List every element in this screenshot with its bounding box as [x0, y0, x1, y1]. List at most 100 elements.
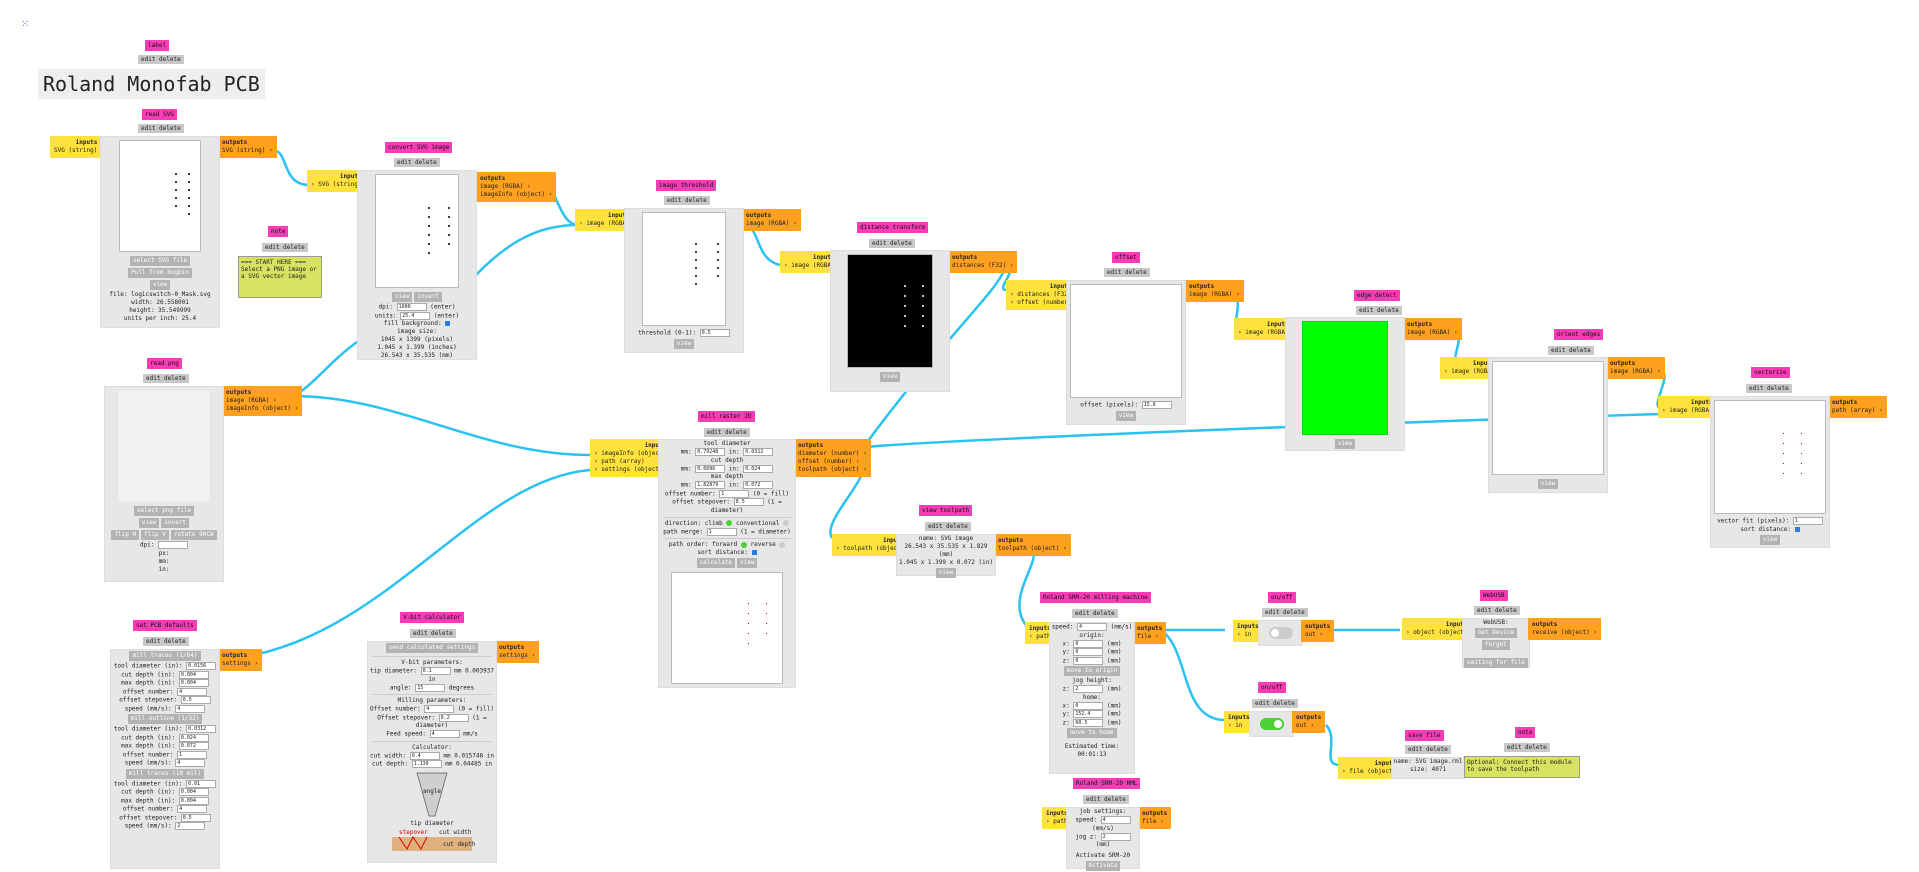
threshold-input[interactable]: 0.5: [699, 329, 730, 337]
edit-delete[interactable]: edit delete: [1072, 609, 1118, 618]
cut-depth-input[interactable]: 0.004: [178, 670, 209, 679]
path-merge-input[interactable]: 1: [706, 527, 737, 536]
cut-in-input[interactable]: 0.024: [743, 464, 774, 473]
view-button[interactable]: view: [673, 338, 695, 349]
rml-speed-input[interactable]: 4: [1100, 816, 1131, 824]
orient-title[interactable]: orient edges: [1554, 329, 1604, 340]
note-text[interactable]: Optional: Connect this module to save th…: [1464, 756, 1580, 778]
save-inputs[interactable]: inputs› file (object): [1338, 757, 1401, 779]
offset-input[interactable]: 15.6: [1141, 401, 1172, 409]
mill-traces-164-button[interactable]: mill traces (1/64): [129, 651, 201, 661]
speed-input[interactable]: 4: [175, 704, 206, 713]
rml-jog-input[interactable]: 2: [1100, 832, 1131, 841]
view-button[interactable]: view: [391, 292, 413, 302]
cut-mm-input[interactable]: 0.6096: [695, 464, 726, 473]
edit-delete[interactable]: edit delete: [1104, 268, 1150, 277]
note-title[interactable]: note: [1515, 727, 1536, 738]
units-input[interactable]: 25.4: [400, 311, 431, 320]
srm-title[interactable]: Roland SRM-20 milling machine: [1040, 592, 1151, 603]
dpi-input[interactable]: 1000: [396, 303, 427, 311]
threshold-inputs[interactable]: inputs› image (RGBA): [575, 209, 634, 231]
edit-delete[interactable]: edit delete: [1504, 743, 1550, 752]
offset-inputs[interactable]: inputs› distances (F32)› offset (number): [1006, 280, 1076, 310]
mill-title[interactable]: mill raster 2D: [698, 411, 755, 422]
angle-input[interactable]: 15: [415, 683, 446, 692]
vbit-cut-depth-input[interactable]: 1.130: [411, 760, 442, 768]
tool-in-input[interactable]: 0.0312: [743, 448, 774, 456]
edit-delete[interactable]: edit delete: [138, 55, 184, 64]
edit-delete[interactable]: edit delete: [1474, 606, 1520, 615]
speed-input[interactable]: 4: [175, 759, 206, 767]
onoff1-inputs[interactable]: inputs› in: [1233, 620, 1263, 642]
vbit-offset-stepover-input[interactable]: 0.2: [438, 713, 469, 722]
edit-delete[interactable]: edit delete: [1356, 306, 1402, 315]
sort-checkbox[interactable]: [1794, 526, 1800, 532]
select-png-button[interactable]: select png file: [133, 506, 195, 516]
view-toolpath-title[interactable]: view toolpath: [919, 505, 972, 516]
edit-delete[interactable]: edit delete: [262, 243, 308, 252]
flip-h-button[interactable]: flip H: [111, 530, 140, 540]
speed-input[interactable]: 2: [175, 822, 206, 830]
tool-diameter-input[interactable]: 0.01: [186, 779, 217, 788]
offset-number-input[interactable]: 1: [719, 489, 750, 498]
edit-delete[interactable]: edit delete: [925, 522, 971, 531]
pcb-defaults-title[interactable]: set PCB defaults: [133, 620, 197, 631]
view-button[interactable]: view: [1334, 439, 1356, 449]
sort-distance-checkbox[interactable]: [751, 550, 757, 555]
webusb-inputs[interactable]: inputs› object (object): [1402, 618, 1472, 640]
edit-delete[interactable]: edit delete: [1548, 346, 1594, 355]
edit-delete[interactable]: edit delete: [410, 629, 456, 638]
note-title[interactable]: note: [268, 226, 289, 237]
webusb-title[interactable]: WebUSB: [1480, 590, 1508, 601]
view-button[interactable]: view: [879, 372, 901, 382]
distance-inputs[interactable]: inputs› image (RGBA): [780, 251, 839, 273]
edit-delete[interactable]: edit delete: [138, 124, 184, 133]
edit-delete[interactable]: edit delete: [394, 158, 440, 167]
edit-delete[interactable]: edit delete: [704, 428, 750, 437]
label-module-title[interactable]: label: [145, 40, 170, 51]
rotate-button[interactable]: rotate 90CW: [170, 530, 217, 540]
max-depth-input[interactable]: 0.004: [178, 796, 209, 805]
offset-title[interactable]: offset: [1112, 252, 1140, 263]
onoff-title[interactable]: on/off: [1268, 592, 1296, 603]
edit-delete[interactable]: edit delete: [143, 374, 189, 383]
tool-mm-input[interactable]: 0.79248: [695, 448, 726, 456]
send-settings-button[interactable]: send calculated settings: [385, 643, 479, 653]
edge-inputs[interactable]: inputs› image (RGBA): [1234, 318, 1293, 340]
note-text[interactable]: === START HERE === Select a PNG image or…: [238, 256, 322, 298]
distance-title[interactable]: distance transform: [857, 222, 929, 233]
srm-inputs[interactable]: inputs› path: [1025, 622, 1055, 644]
flip-v-button[interactable]: flip V: [141, 530, 169, 540]
cut-width-input[interactable]: 0.4: [409, 751, 440, 760]
png-dpi-input[interactable]: [158, 541, 189, 549]
max-in-input[interactable]: 0.072: [743, 481, 774, 489]
tip-diameter-input[interactable]: 0.1: [420, 667, 451, 675]
origin-y-input[interactable]: 0: [1073, 648, 1104, 656]
cut-depth-input[interactable]: 0.004: [178, 788, 209, 796]
view-button[interactable]: view: [1759, 534, 1781, 545]
home-x-input[interactable]: 0: [1073, 701, 1104, 710]
toggle-switch[interactable]: [1259, 718, 1284, 730]
max-mm-input[interactable]: 1.82879: [695, 481, 726, 489]
fill-checkbox[interactable]: [445, 321, 451, 326]
activate-button[interactable]: Activate: [1085, 861, 1121, 871]
onoff2-inputs[interactable]: inputs› in: [1224, 711, 1254, 733]
edge-title[interactable]: edge detect: [1354, 290, 1400, 301]
reverse-radio[interactable]: [779, 541, 786, 548]
cut-depth-input[interactable]: 0.024: [178, 733, 209, 742]
read-png-title[interactable]: read png: [147, 358, 182, 369]
srm-rml-inputs[interactable]: inputs› path: [1042, 807, 1072, 829]
